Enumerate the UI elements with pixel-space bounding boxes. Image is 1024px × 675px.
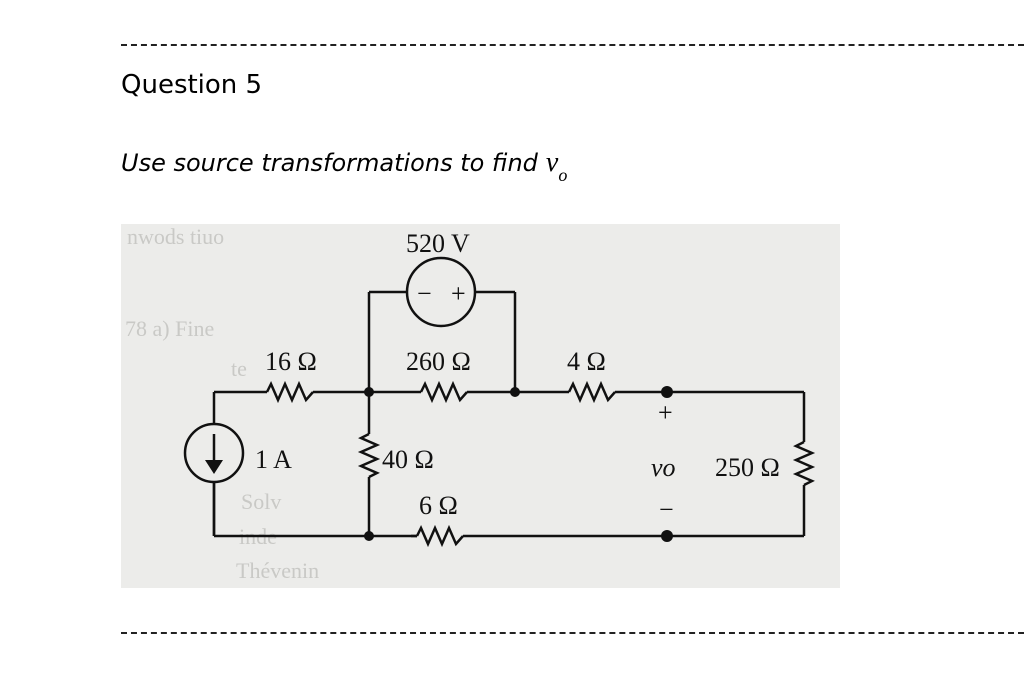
- resistor-16-label: 16 Ω: [265, 347, 317, 376]
- top-dashed-divider: [121, 44, 1024, 46]
- output-minus-sign: −: [659, 495, 674, 524]
- circuit-nodes: [364, 386, 673, 542]
- question-title: Question 5: [121, 70, 263, 100]
- background-bleed-text: nwods tiuo 78 a) Fine te Solv inde Théve…: [125, 224, 319, 583]
- resistor-6-ohm: [415, 524, 464, 548]
- resistor-260-label: 260 Ω: [406, 347, 471, 376]
- variable-subscript: o: [558, 165, 568, 185]
- voltage-source: − +: [405, 256, 477, 328]
- svg-text:+: +: [451, 279, 466, 308]
- resistor-40-label: 40 Ω: [382, 445, 434, 474]
- svg-text:Solv: Solv: [241, 489, 281, 514]
- current-source: [183, 422, 245, 484]
- variable-name: v: [545, 147, 559, 178]
- circuit-wires: [212, 290, 816, 538]
- instruction-text: Use source transformations to find: [121, 149, 538, 177]
- resistor-6-label: 6 Ω: [419, 491, 458, 520]
- resistor-4-label: 4 Ω: [567, 347, 606, 376]
- current-source-label: 1 A: [255, 445, 292, 474]
- resistor-260-ohm: [419, 380, 468, 404]
- output-voltage-label: vo: [651, 453, 676, 482]
- circuit-diagram-image: nwods tiuo 78 a) Fine te Solv inde Théve…: [121, 224, 840, 588]
- output-variable: vo: [545, 147, 567, 185]
- resistor-40-ohm: [357, 432, 381, 479]
- resistor-250-ohm: [792, 440, 816, 487]
- svg-text:nwods tiuo: nwods tiuo: [127, 224, 224, 249]
- resistor-16-ohm: [265, 380, 314, 404]
- voltage-source-label: 520 V: [406, 229, 470, 258]
- svg-text:−: −: [417, 279, 432, 308]
- resistor-250-label: 250 Ω: [715, 453, 780, 482]
- output-plus-sign: +: [658, 398, 673, 427]
- svg-text:78 a) Fine: 78 a) Fine: [125, 316, 214, 341]
- svg-text:Thévenin: Thévenin: [236, 558, 319, 583]
- resistor-4-ohm: [567, 380, 616, 404]
- circuit-schematic: nwods tiuo 78 a) Fine te Solv inde Théve…: [125, 224, 816, 583]
- bottom-dashed-divider: [121, 632, 1024, 634]
- svg-text:te: te: [231, 356, 247, 381]
